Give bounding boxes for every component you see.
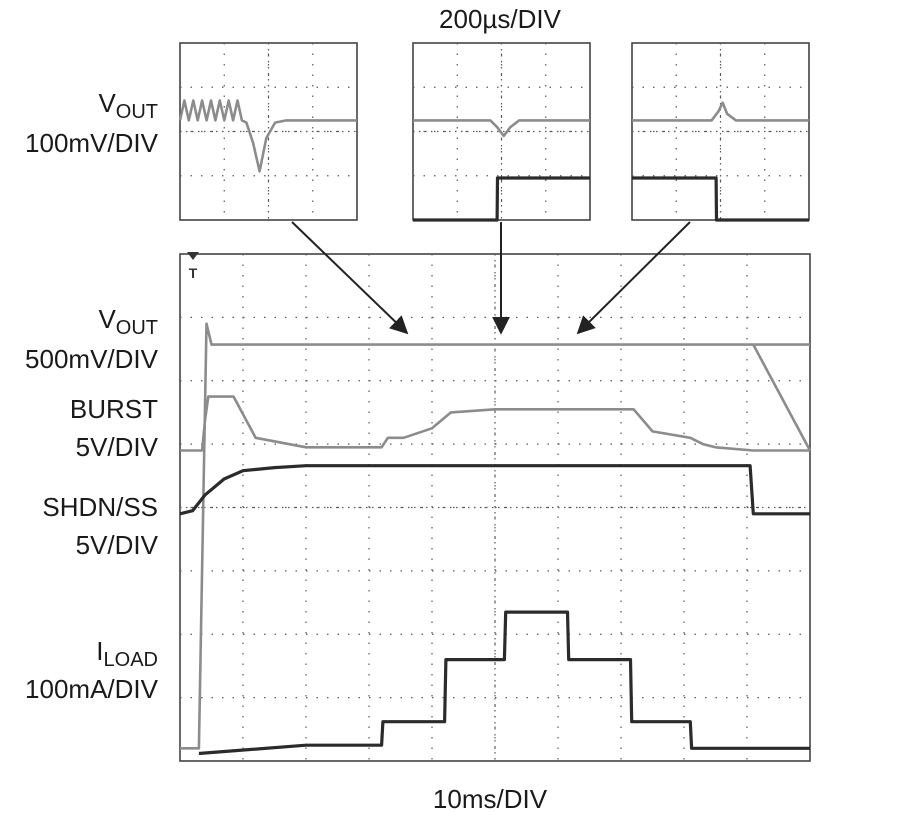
trace-3-0 (632, 101, 809, 122)
vout-label: VOUT (98, 304, 158, 339)
pointer-arrow-3 (576, 221, 691, 335)
trace-1-0 (178, 99, 357, 173)
trace-decay-0-0 (752, 343, 812, 452)
shdn-scale-label: 5V/DIV (75, 530, 158, 560)
vout-scale-label: 500mV/DIV (25, 344, 158, 374)
iload-label: ILOAD (96, 636, 158, 671)
top-timebase-label: 200µs/DIV (439, 4, 561, 34)
trigger-arrow-icon (187, 252, 199, 260)
pointer-arrow-1 (291, 221, 409, 335)
trace-0-3 (198, 610, 810, 756)
trigger-marker: T (189, 265, 198, 281)
trace-3-1 (632, 176, 809, 222)
burst-label: BURST (69, 394, 158, 424)
burst-scale-label: 5V/DIV (75, 432, 158, 462)
trace-2-0 (413, 119, 590, 138)
inset-vout-label: VOUT (98, 88, 158, 123)
trace-0-2 (179, 464, 810, 516)
trace-0-1 (180, 395, 810, 452)
trace-0-0 (180, 322, 810, 750)
trace-2-1 (413, 176, 590, 222)
iload-scale-label: 100mA/DIV (25, 674, 158, 704)
inset-vout-scale-label: 100mV/DIV (25, 128, 158, 158)
bottom-timebase-label: 10ms/DIV (432, 784, 548, 814)
shdn-label: SHDN/SS (42, 492, 158, 522)
